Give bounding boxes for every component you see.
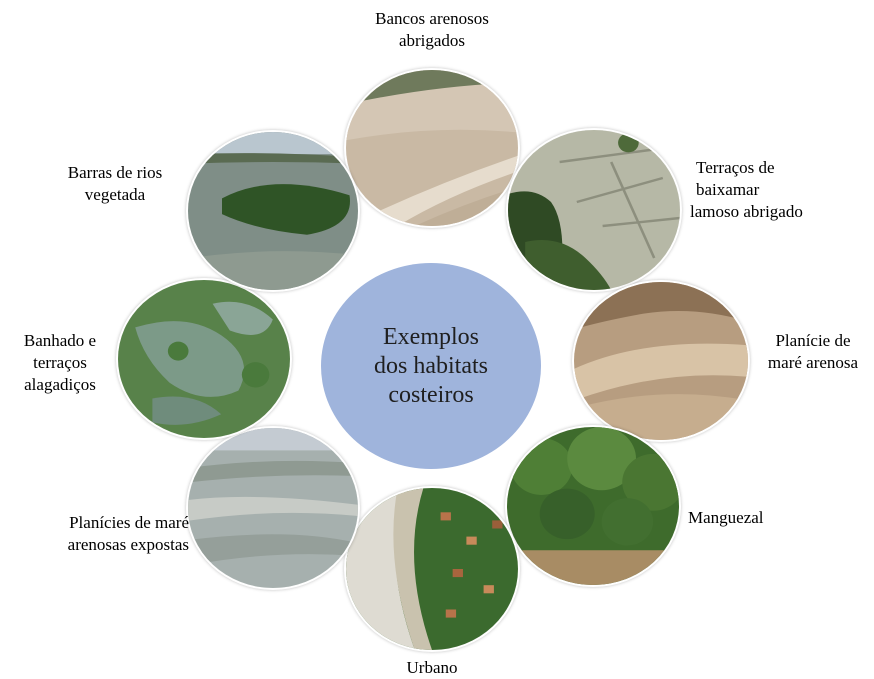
label-line: maré arenosa	[767, 353, 859, 372]
label-line: Terraços de	[696, 158, 775, 177]
label-line: vegetada	[84, 185, 146, 204]
label-line: baixamar	[696, 180, 760, 199]
urban-coast-photo	[346, 488, 518, 650]
label-line: abrigados	[398, 31, 466, 50]
label-bancos-arenosos: Bancos arenosos abrigados	[342, 8, 522, 52]
label-planicie-mare-arenosa: Planície de maré arenosa	[752, 330, 874, 374]
label-line: Urbano	[406, 658, 458, 677]
muddy-terrace-photo	[508, 130, 680, 290]
label-line: Planícies de maré	[69, 513, 189, 532]
center-line-3: costeiros	[388, 381, 474, 408]
label-line: arenosas expostas	[67, 535, 189, 554]
center-line-1: Exemplos	[383, 323, 479, 350]
label-line: alagadiços	[24, 375, 96, 394]
sandy-tidal-flat-photo	[574, 282, 748, 440]
center-line-2: dos habitats	[374, 352, 488, 379]
label-line: Manguezal	[688, 508, 764, 527]
label-urbano: Urbano	[372, 657, 492, 679]
label-line: lamoso abrigado	[690, 202, 803, 221]
label-terracos-baixamar: Terraços de baixamar lamoso abrigado	[690, 157, 850, 223]
label-planicies-expostas: Planícies de maré arenosas expostas	[14, 512, 189, 556]
center-node: Exemplos dos habitats costeiros	[321, 263, 541, 469]
label-line: Barras de rios	[67, 163, 163, 182]
vegetated-river-bar-photo	[188, 132, 358, 290]
label-line: terraços	[33, 353, 87, 372]
exposed-sandy-flats-photo	[188, 428, 358, 588]
label-line: Planície de	[775, 331, 851, 350]
sheltered-sandbank-photo	[346, 70, 518, 226]
label-manguezal: Manguezal	[688, 507, 798, 529]
label-banhado: Banhado e terraços alagadiços	[10, 330, 110, 396]
label-line: Bancos arenosos	[375, 9, 489, 28]
label-barras-rios: Barras de rios vegetada	[45, 162, 185, 206]
marsh-wetland-photo	[118, 280, 290, 438]
label-line: Banhado e	[23, 331, 97, 350]
mangrove-photo	[507, 427, 679, 585]
